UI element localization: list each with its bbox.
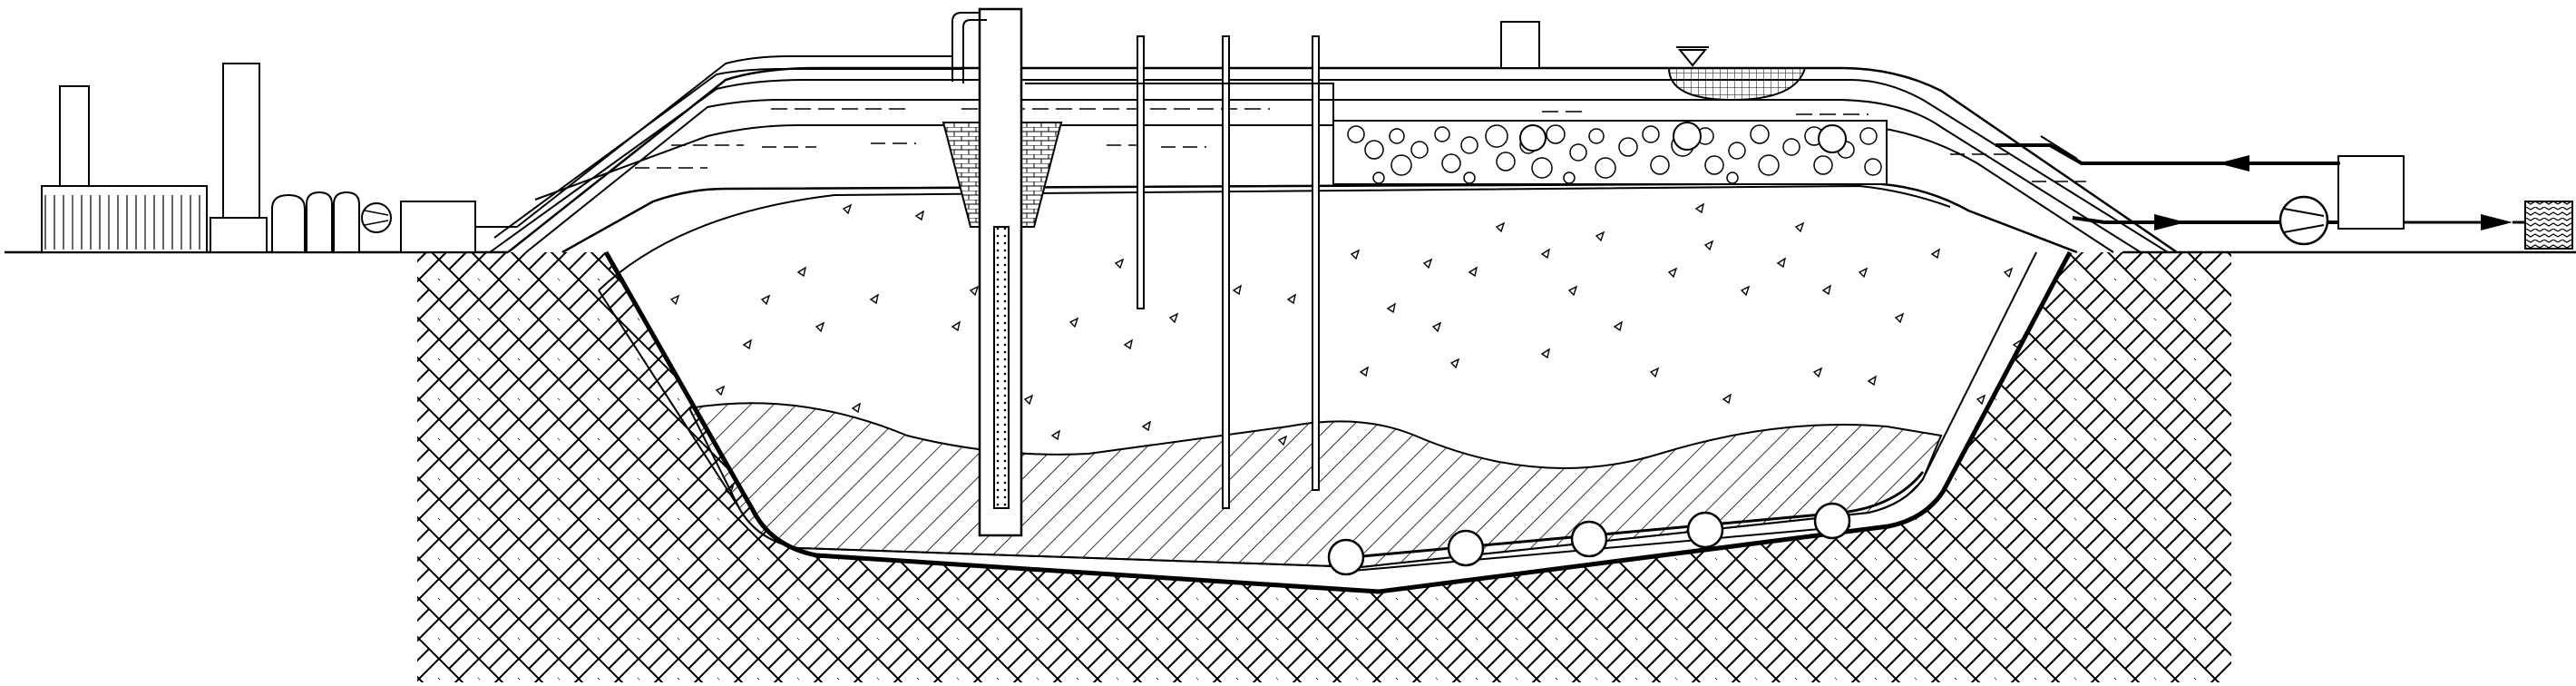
treatment-outlet <box>2513 201 2573 250</box>
monitoring-probes <box>1137 35 1320 509</box>
cover-layers <box>489 66 2178 254</box>
flow-arrow-icon <box>2154 214 2186 230</box>
cover-monitoring-box <box>1500 21 1540 69</box>
flow-arrow-icon <box>2481 214 2513 230</box>
gas-utilisation-plant <box>41 55 963 253</box>
leachate-collection-pipes <box>1327 471 1925 576</box>
gravel-drainage-layer <box>1332 120 1888 185</box>
water-level-triangle-icon <box>1677 49 1708 67</box>
pump-icon <box>2278 195 2329 246</box>
pump-icon <box>361 202 392 233</box>
flow-arrow-icon <box>2218 155 2249 172</box>
surface-water-pond <box>1667 46 1807 102</box>
filter-box-icon <box>2524 201 2573 250</box>
leachate-pumping-station <box>2154 155 2513 246</box>
gas-collection-pipe <box>1025 83 1334 121</box>
leachate-outlet-pipes <box>1995 135 2340 224</box>
waste-body <box>598 184 1951 291</box>
gas-extraction-well <box>942 7 1063 537</box>
